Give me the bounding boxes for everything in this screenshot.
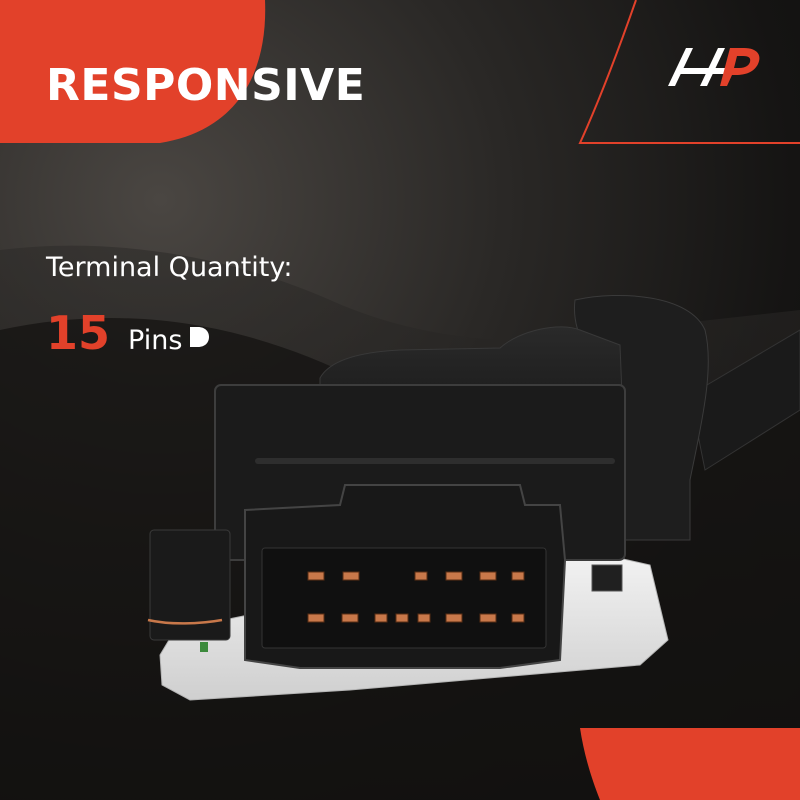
connector-pin — [445, 613, 463, 623]
connector-pin — [374, 613, 388, 623]
connector-pin — [511, 571, 525, 581]
connector-pin — [341, 613, 359, 623]
connector-pin — [307, 613, 325, 623]
accent-shape-top-left — [0, 0, 266, 143]
brand-logo-icon — [668, 48, 760, 86]
connector-pin — [414, 571, 428, 581]
spec-number: 15 — [46, 306, 111, 360]
connector-pin — [445, 571, 463, 581]
pin-connector-icon — [190, 327, 210, 347]
spec-value: 15 Pins — [46, 310, 211, 356]
connector-pin — [395, 613, 409, 623]
connector-pins-top-row — [307, 571, 525, 581]
spec-unit: Pins — [128, 325, 183, 356]
accent-outline-top-right — [578, 0, 800, 144]
connector-face — [261, 547, 547, 649]
connector-pin — [342, 571, 360, 581]
connector-pin — [479, 571, 497, 581]
connector-pin — [479, 613, 497, 623]
connector-pins-bottom-row — [307, 613, 525, 623]
connector-pin — [511, 613, 525, 623]
headline: RESPONSIVE — [46, 60, 366, 111]
copper-wire — [147, 618, 223, 625]
connector-pin — [307, 571, 325, 581]
connector-pin — [417, 613, 431, 623]
accent-shape-bottom-right — [580, 728, 800, 800]
right-tab — [591, 564, 623, 592]
spec-label: Terminal Quantity: — [46, 252, 293, 283]
lever-stalk — [689, 329, 800, 471]
housing-ridge — [255, 458, 615, 464]
side-tab — [149, 529, 231, 641]
green-marker — [200, 642, 208, 652]
